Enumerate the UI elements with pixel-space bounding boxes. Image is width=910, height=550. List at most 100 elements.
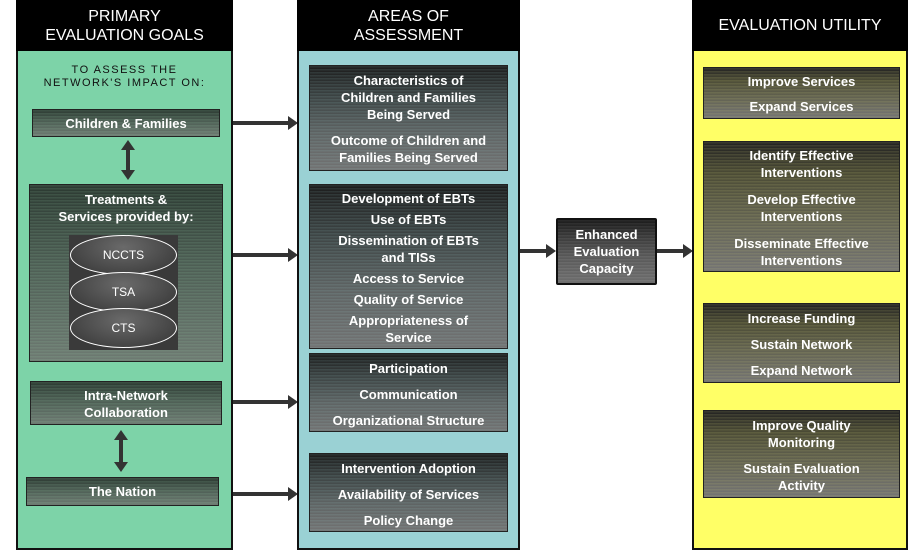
item-line: Children and Families: [340, 90, 477, 105]
item-line: Sustain Evaluation: [743, 461, 860, 476]
assessment-item: Characteristics of Children and Families…: [310, 72, 507, 123]
arrow-right-icon: [520, 244, 556, 258]
center-line1: Enhanced: [575, 227, 638, 242]
item-line: Expand Services: [749, 99, 854, 114]
utility-group-network[interactable]: Increase Funding Sustain Network Expand …: [703, 303, 900, 383]
utility-group-interventions[interactable]: Identify Effective Interventions Develop…: [703, 141, 900, 272]
assessment-item: Outcome of Children and Families Being S…: [310, 132, 507, 166]
assessment-group-services[interactable]: Development of EBTs Use of EBTs Dissemin…: [309, 184, 508, 349]
item-line: Development of EBTs: [341, 191, 476, 206]
item-line: Intervention Adoption: [341, 461, 476, 476]
assessment-header: AREAS OF ASSESSMENT: [297, 0, 520, 51]
assessment-item: Access to Service: [310, 270, 507, 287]
item-line: Activity: [778, 478, 825, 493]
provider-nccts[interactable]: NCCTS: [70, 235, 177, 275]
assessment-group-nation[interactable]: Intervention Adoption Availability of Se…: [309, 453, 508, 532]
item-line: Access to Service: [352, 271, 465, 286]
item-line: Identify Effective: [749, 148, 854, 163]
assessment-title-line1: AREAS OF: [368, 7, 449, 25]
intra-network-line1: Intra-Network: [84, 388, 168, 403]
item-line: Service: [385, 330, 432, 345]
item-line: Improve Quality: [752, 418, 851, 433]
provider-cts[interactable]: CTS: [70, 308, 177, 348]
item-line: Interventions: [760, 209, 843, 224]
item-line: Being Served: [366, 107, 451, 122]
utility-item: Disseminate Effective Interventions: [704, 235, 899, 269]
utility-item: Improve Services: [704, 73, 899, 90]
provider-tsa[interactable]: TSA: [70, 272, 177, 312]
item-line: Use of EBTs: [370, 212, 447, 227]
assessment-item: Participation: [310, 360, 507, 377]
provider-nccts-label: NCCTS: [102, 248, 145, 262]
assessment-item: Quality of Service: [310, 291, 507, 308]
arrow-right-icon: [657, 244, 693, 258]
goal-the-nation-label: The Nation: [88, 484, 157, 499]
item-line: Policy Change: [363, 513, 454, 528]
goals-intro: TO ASSESS THE NETWORK'S IMPACT ON:: [16, 64, 233, 90]
item-line: Monitoring: [767, 435, 836, 450]
item-line: Quality of Service: [353, 292, 464, 307]
double-arrow-icon: [114, 430, 128, 472]
goal-the-nation[interactable]: The Nation: [26, 477, 219, 506]
goal-children-families[interactable]: Children & Families: [32, 109, 220, 137]
item-line: Increase Funding: [747, 311, 856, 326]
utility-title: EVALUATION UTILITY: [718, 17, 882, 34]
item-line: Disseminate Effective: [734, 236, 869, 251]
item-line: Develop Effective: [747, 192, 856, 207]
utility-item: Improve Quality Monitoring: [704, 417, 899, 451]
utility-item: Identify Effective Interventions: [704, 147, 899, 181]
assessment-item: Dissemination of EBTs and TISs: [310, 232, 507, 266]
arrow-right-icon: [233, 248, 298, 262]
utility-group-services[interactable]: Improve Services Expand Services: [703, 67, 900, 119]
utility-item: Expand Services: [704, 98, 899, 115]
arrow-right-icon: [233, 395, 298, 409]
goals-header: PRIMARY EVALUATION GOALS: [16, 0, 233, 51]
item-line: Appropriateness of: [348, 313, 469, 328]
assessment-group-network[interactable]: Participation Communication Organization…: [309, 353, 508, 432]
item-line: Participation: [369, 361, 448, 376]
utility-item: Develop Effective Interventions: [704, 191, 899, 225]
treatments-line2: Services provided by:: [58, 209, 194, 224]
item-line: Organizational Structure: [332, 413, 485, 428]
center-line3: Capacity: [579, 261, 634, 276]
goal-intra-network[interactable]: Intra-Network Collaboration: [30, 381, 222, 425]
item-line: Families Being Served: [339, 150, 478, 165]
utility-item: Sustain Network: [704, 336, 899, 353]
item-line: Outcome of Children and: [330, 133, 487, 148]
assessment-item: Organizational Structure: [310, 412, 507, 429]
item-line: Interventions: [760, 253, 843, 268]
item-line: Characteristics of: [353, 73, 464, 88]
provider-tsa-label: TSA: [111, 285, 136, 299]
item-line: Interventions: [760, 165, 843, 180]
utility-header: EVALUATION UTILITY: [692, 0, 908, 51]
item-line: Dissemination of EBTs: [338, 233, 479, 248]
item-line: Sustain Network: [750, 337, 853, 352]
item-line: Improve Services: [747, 74, 856, 89]
assessment-item: Use of EBTs: [310, 211, 507, 228]
utility-item: Expand Network: [704, 362, 899, 379]
treatments-line1: Treatments &: [84, 192, 168, 207]
assessment-group-children[interactable]: Characteristics of Children and Families…: [309, 65, 508, 171]
item-line: Expand Network: [750, 363, 853, 378]
goals-title-line1: PRIMARY: [88, 7, 161, 25]
assessment-item: Development of EBTs: [310, 190, 507, 207]
assessment-item: Intervention Adoption: [310, 460, 507, 477]
assessment-item: Appropriateness of Service: [310, 312, 507, 346]
assessment-item: Availability of Services: [310, 486, 507, 503]
double-arrow-icon: [121, 140, 135, 180]
provider-cts-label: CTS: [111, 321, 136, 335]
assessment-title-line2: ASSESSMENT: [353, 26, 464, 44]
center-line2: Evaluation: [573, 244, 640, 259]
providers-group: NCCTS TSA CTS: [69, 235, 178, 350]
item-line: Communication: [359, 387, 458, 402]
enhanced-evaluation-capacity[interactable]: Enhanced Evaluation Capacity: [556, 218, 657, 285]
goals-title-line2: EVALUATION GOALS: [45, 26, 204, 44]
utility-item: Sustain Evaluation Activity: [704, 460, 899, 494]
item-line: and TISs: [381, 250, 436, 265]
utility-group-quality[interactable]: Improve Quality Monitoring Sustain Evalu…: [703, 410, 900, 498]
goals-intro-line1: TO ASSESS THE: [71, 64, 178, 76]
arrow-right-icon: [233, 487, 298, 501]
utility-item: Increase Funding: [704, 310, 899, 327]
arrow-right-icon: [233, 116, 298, 130]
intra-network-line2: Collaboration: [84, 405, 168, 420]
